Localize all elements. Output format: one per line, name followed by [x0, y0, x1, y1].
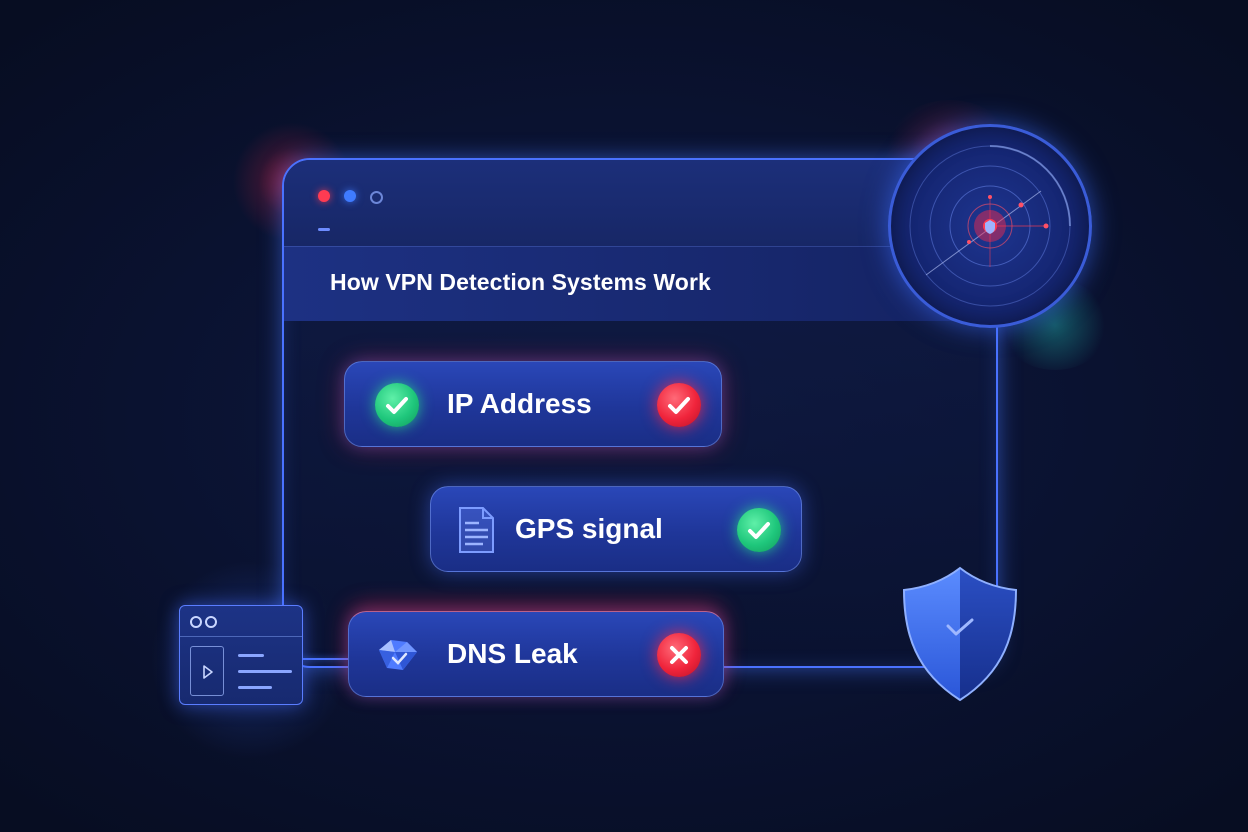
page-header: How VPN Detection Systems Work	[284, 246, 996, 321]
media-window-dot	[205, 616, 217, 628]
check-card-gps-signal[interactable]: GPS signal	[430, 486, 802, 572]
check-icon	[375, 383, 419, 427]
window-close-dot[interactable]	[318, 190, 330, 202]
check-label: IP Address	[447, 388, 592, 419]
check-card-ip-address[interactable]: IP Address	[344, 361, 722, 447]
page-title: How VPN Detection Systems Work	[330, 269, 711, 295]
play-icon	[203, 665, 213, 679]
media-window-dot	[190, 616, 202, 628]
window-minimize-dot[interactable]	[344, 190, 356, 202]
media-window-title-bar	[180, 606, 302, 637]
media-window	[179, 605, 303, 705]
tab-indicator	[318, 228, 330, 231]
shield-icon	[902, 566, 1018, 702]
connector-line	[302, 658, 348, 660]
browser-title-bar	[284, 160, 996, 246]
check-card-dns-leak[interactable]: DNS Leak	[348, 611, 724, 697]
cross-icon	[657, 633, 701, 677]
text-line	[238, 670, 292, 673]
window-maximize-dot[interactable]	[370, 191, 383, 204]
check-icon	[657, 383, 701, 427]
gem-icon	[379, 640, 417, 670]
radar-icon	[888, 124, 1092, 328]
check-icon	[737, 508, 781, 552]
text-line	[238, 686, 272, 689]
check-label: GPS signal	[515, 513, 663, 544]
media-player	[190, 646, 224, 696]
check-label: DNS Leak	[447, 638, 578, 669]
text-line	[238, 654, 264, 657]
document-icon	[459, 507, 494, 553]
